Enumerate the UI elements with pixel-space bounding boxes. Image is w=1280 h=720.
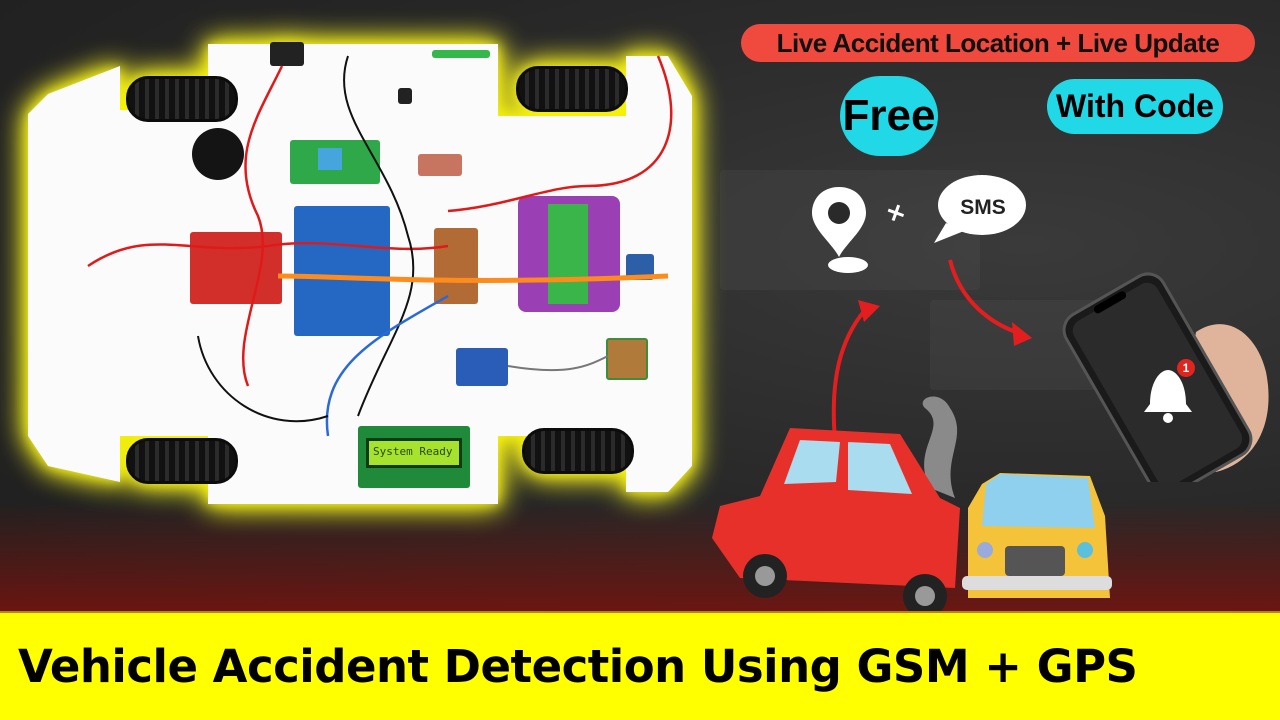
bell-icon — [1144, 370, 1192, 412]
wheel-front-right — [516, 66, 628, 112]
prototype-car-board: System Ready — [28, 36, 694, 508]
title-bar: Vehicle Accident Detection Using GSM + G… — [0, 611, 1280, 720]
buzzer — [192, 128, 244, 180]
arrows — [831, 259, 1032, 441]
proto-board — [434, 228, 478, 304]
relay-module — [290, 140, 380, 184]
with-code-badge: With Code — [1047, 79, 1223, 134]
video-title: Vehicle Accident Detection Using GSM + G… — [18, 640, 1138, 693]
push-button — [398, 88, 412, 104]
lcd-text: System Ready — [366, 438, 462, 468]
battery-pack — [518, 196, 620, 312]
sms-bubble-icon — [934, 175, 1026, 243]
sim-module — [418, 154, 462, 176]
gsm-antenna — [432, 50, 490, 58]
location-pin-icon — [812, 187, 868, 273]
smartphone: 1 — [1062, 272, 1269, 482]
wheel-rear-right — [522, 428, 634, 474]
wiring — [87, 55, 673, 437]
arrow-up-icon — [831, 308, 867, 441]
motor-driver — [190, 232, 282, 304]
notification-badge — [1177, 359, 1195, 377]
gps-module — [456, 348, 508, 386]
arduino-board — [294, 206, 390, 336]
lcd-display: System Ready — [358, 426, 470, 488]
power-switch — [270, 42, 304, 66]
smoke — [922, 396, 958, 498]
headline-banner: Live Accident Location + Live Update — [741, 24, 1255, 62]
free-badge: Free — [840, 76, 938, 156]
notification-count: 1 — [1183, 361, 1190, 375]
wheel-rear-left — [126, 438, 238, 484]
car-crash-illustration — [712, 396, 1112, 612]
gps-antenna — [606, 338, 648, 380]
sms-label: SMS — [960, 196, 1006, 219]
wheel-front-left — [126, 76, 238, 122]
thumbnail-scene: System Ready Live Accident Location + Li… — [0, 0, 1280, 612]
